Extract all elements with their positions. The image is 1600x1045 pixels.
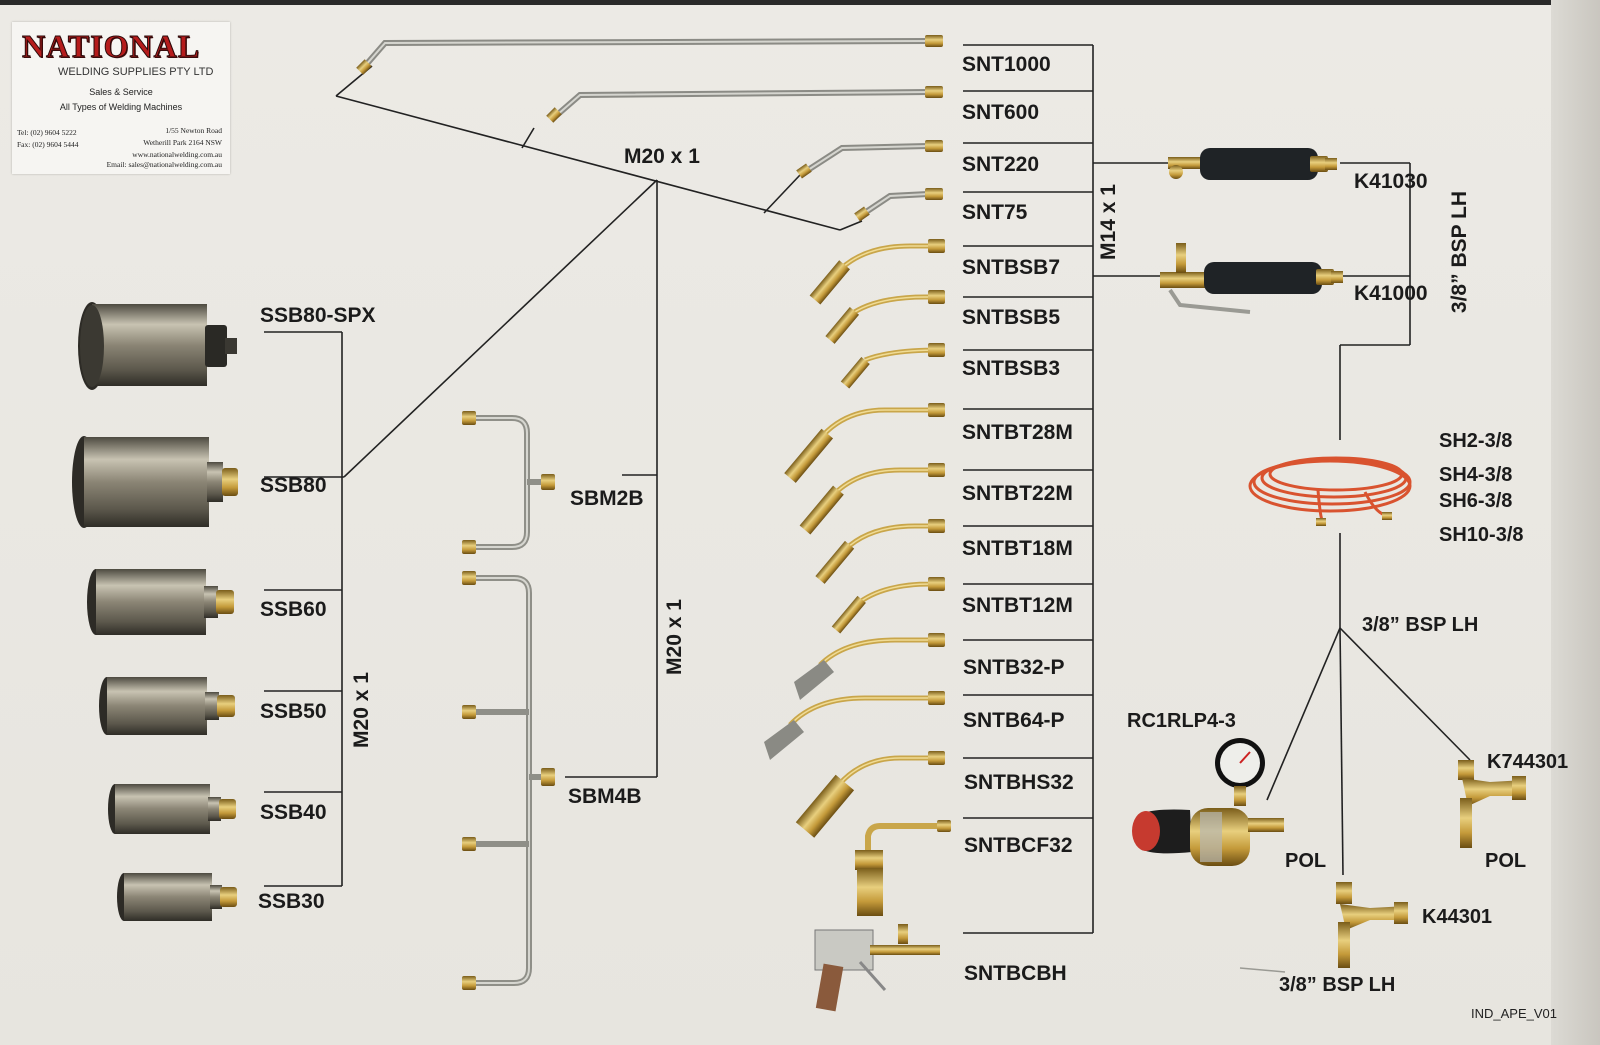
torch-label: SNTBT12M [962,594,1073,617]
connector-lines [264,44,1471,934]
torch-snt220-image [796,140,943,179]
burner-label: SSB30 [258,890,325,913]
burner-label: SSB80-SPX [260,304,376,327]
torch-label: SNT600 [962,101,1040,124]
regulator-conn-label: POL [1285,850,1327,872]
valve-k744301-image [1458,760,1526,848]
bsp-handle-label: 3/8” BSP LH [1448,190,1472,314]
card-web: www.nationalwelding.com.au [132,150,222,159]
burner-ssb80-spx-image [78,302,237,390]
card-address-1: 1/55 Newton Road [165,126,222,135]
torch-sntbt12m-image [831,577,945,634]
handle-k41030-image [1168,148,1337,180]
torch-label: SNTB32-P [963,656,1065,679]
torch-sntbt18m-image [815,519,945,584]
torch-label: SNTBCF32 [964,834,1073,857]
torch-sntbcbh-image [814,924,940,1012]
burner-label: SSB40 [260,801,327,824]
torch-label: SNTBT22M [962,482,1073,505]
burner-ssb60-image [87,569,234,635]
valve-k44301-image [1239,882,1408,973]
m20-burner-label: M20 x 1 [349,672,373,748]
m20-manifold-label: M20 x 1 [662,599,686,675]
torch-snt75-image [854,188,943,222]
card-tagline-2: All Types of Welding Machines [59,102,183,112]
manifold-label: SBM2B [570,487,644,510]
top-strip [0,0,1600,5]
torch-label: SNTBSB5 [962,306,1061,329]
handle-k41000-image [1160,243,1343,314]
gas-hose-image [1248,456,1412,526]
card-address-2: Wetherill Park 2164 NSW [143,138,222,147]
valve-label: K44301 [1422,906,1493,928]
torch-label: SNTBSB3 [962,357,1061,380]
card-tel: Tel: (02) 9604 5222 [17,128,77,137]
hose-label: SH10-3/8 [1439,524,1524,546]
company-logo: NATIONAL [21,28,201,65]
brass-torch-images [764,239,951,1012]
torch-sntbsb5-image [825,290,945,344]
torch-sntbsb3-image [840,343,945,389]
torch-snt1000-image [356,35,943,75]
valve-conn-label: POL [1485,850,1527,872]
burner-label: SSB60 [260,598,327,621]
torch-sntbsb7-image [809,239,945,305]
document-code: IND_APE_V01 [1471,1006,1557,1021]
torch-sntbt22m-image [799,463,945,535]
card-tagline-1: Sales & Service [89,87,153,97]
torch-sntb64-p-image [764,691,945,760]
burner-ssb30-image [117,873,237,921]
handle-label: K41000 [1354,282,1428,305]
regulator-rc1rlp4-3-image [1132,738,1284,866]
handle-label: K41030 [1354,170,1428,193]
hose-label: SH6-3/8 [1439,490,1513,512]
burner-label: SSB50 [260,700,327,723]
torch-sntbhs32-image [795,751,945,838]
manifold-sbm2b-image [462,411,555,554]
torch-label: SNTBT18M [962,537,1073,560]
regulator-label: RC1RLP4-3 [1127,710,1236,732]
torch-sntbcf32-image [855,820,951,916]
burner-ssb50-image [99,677,235,735]
card-email: Email: sales@nationalwelding.com.au [106,160,222,169]
torch-label: SNTBHS32 [964,771,1074,794]
torch-sntb32-p-image [794,633,945,700]
manifold-label: SBM4B [568,785,642,808]
torch-label: SNT1000 [962,53,1051,76]
bsp-bottom-label: 3/8” BSP LH [1279,974,1396,996]
torch-label: SNTBT28M [962,421,1073,444]
company-name: WELDING SUPPLIES PTY LTD [58,66,214,78]
valve-label: K744301 [1487,751,1569,773]
burner-ssb40-image [108,784,236,834]
m14-label: M14 x 1 [1096,184,1120,260]
burner-label: SSB80 [260,474,327,497]
page-edge [1551,0,1600,1045]
torch-label: SNT75 [962,201,1028,224]
hose-label: SH4-3/8 [1439,464,1513,486]
bsp-hose-label: 3/8” BSP LH [1362,614,1479,636]
burner-ssb80-image [72,436,238,528]
torch-label: SNT220 [962,153,1040,176]
torch-label: SNTBCBH [964,962,1067,985]
manifold-sbm4b-image [462,571,555,990]
company-card: NATIONAL WELDING SUPPLIES PTY LTD Sales … [12,22,230,174]
torch-label: SNTB64-P [963,709,1065,732]
torch-sntbt28m-image [784,403,945,483]
m20-top-label: M20 x 1 [624,145,700,168]
hose-label: SH2-3/8 [1439,430,1513,452]
torch-snt600-image [546,86,943,123]
torch-label: SNTBSB7 [962,256,1061,279]
card-fax: Fax: (02) 9604 5444 [17,140,79,149]
